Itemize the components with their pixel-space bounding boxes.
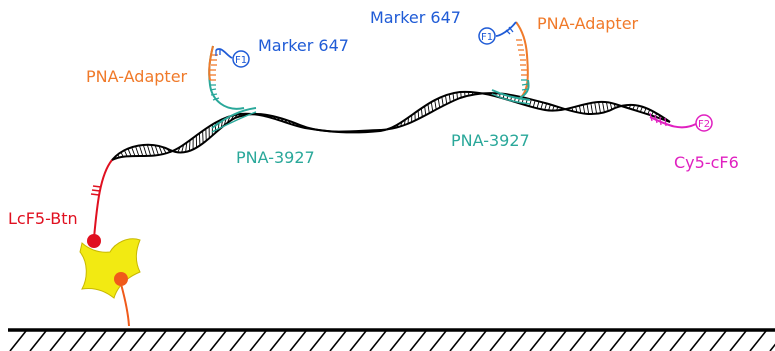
pna-right-binding xyxy=(491,89,531,105)
f1-right-label: F1 xyxy=(481,32,493,43)
marker-linker-right xyxy=(495,21,517,37)
f2-label: F2 xyxy=(698,119,710,130)
lcf5-strand xyxy=(93,159,113,239)
dna-double-strand xyxy=(90,90,671,239)
f1-left-label: F1 xyxy=(235,55,247,66)
biotin-bead-orange xyxy=(114,272,128,286)
label-cy5: Cy5-cF6 xyxy=(674,153,739,172)
anchor-complex xyxy=(79,234,141,327)
cy5-end: F2 xyxy=(649,112,713,132)
label-adapter-left: PNA-Adapter xyxy=(86,67,188,86)
label-adapter-right: PNA-Adapter xyxy=(537,14,639,33)
label-pna-right: PNA-3927 xyxy=(451,131,530,150)
pna-left-binding xyxy=(211,107,257,133)
strand-b xyxy=(111,90,671,161)
marker-linker-left xyxy=(215,48,233,59)
lcf5-rungs xyxy=(90,185,102,196)
adapter-left-hairpin: F1 xyxy=(208,45,250,110)
label-marker-left: Marker 647 xyxy=(258,36,349,55)
base-pair-rungs xyxy=(117,91,661,158)
surface xyxy=(8,328,775,351)
fluorophore-f1-right xyxy=(478,27,496,45)
label-pna-left: PNA-3927 xyxy=(236,148,315,167)
fluorophore-f2 xyxy=(695,114,713,132)
biotin-bead-red xyxy=(87,234,101,248)
surface-linker xyxy=(120,283,130,327)
fluorophore-f1-left xyxy=(232,50,250,68)
streptavidin-icon xyxy=(79,238,141,299)
adapter-right-hairpin: F1 xyxy=(478,21,530,99)
surface-hatching xyxy=(9,330,775,351)
label-marker-right: Marker 647 xyxy=(370,8,461,27)
label-lcf5: LcF5-Btn xyxy=(8,209,78,228)
